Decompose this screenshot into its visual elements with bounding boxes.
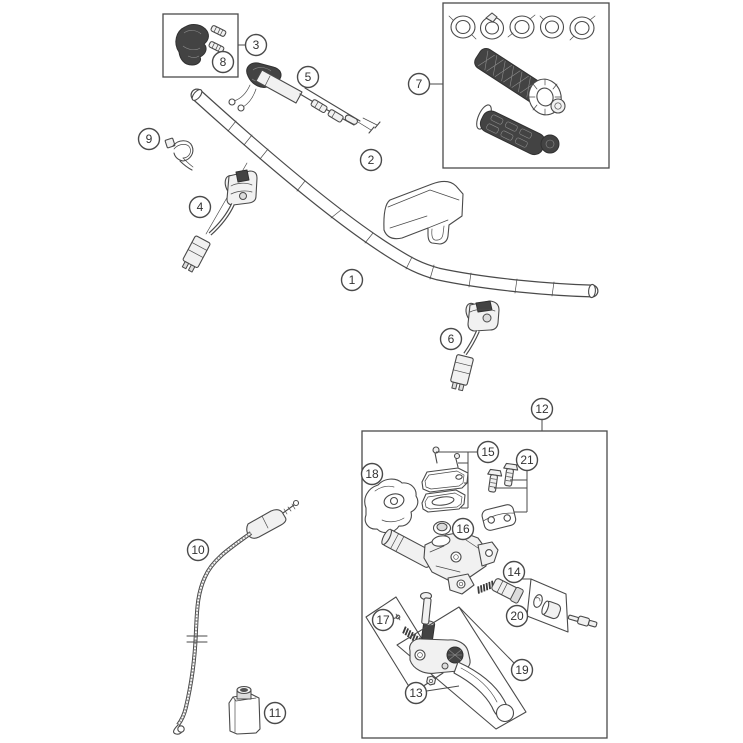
callout-part-3[interactable]: 3 — [244, 33, 268, 57]
svg-text:1: 1 — [349, 273, 356, 287]
svg-text:6: 6 — [448, 332, 455, 346]
callout-part-13[interactable]: 13 — [404, 681, 428, 705]
svg-text:19: 19 — [515, 663, 529, 677]
callout-part-2[interactable]: 2 — [359, 148, 383, 172]
oil-bottle-drawing — [228, 685, 261, 735]
handlebar-clamp — [481, 504, 517, 531]
throttle-cam-rings — [448, 12, 596, 41]
switch-connector-2 — [450, 354, 474, 392]
svg-text:3: 3 — [253, 38, 260, 52]
switch-screw-1 — [210, 25, 227, 37]
throttle-grip — [474, 47, 566, 116]
callout-part-9[interactable]: 9 — [137, 127, 161, 151]
lever-kit-outline — [396, 606, 527, 730]
map-switch-drawing — [175, 23, 227, 66]
svg-text:20: 20 — [510, 609, 524, 623]
svg-text:10: 10 — [191, 543, 205, 557]
callout-part-12[interactable]: 12 — [530, 397, 554, 421]
leader-lines — [238, 44, 543, 692]
handlebar-segment-marks — [227, 120, 555, 297]
master-cylinder-body-drawing — [381, 528, 499, 595]
pushrod-drawing — [567, 614, 598, 628]
callout-part-6[interactable]: 6 — [439, 327, 463, 351]
reservoir-cover-drawing — [421, 446, 469, 513]
clutch-master-cylinder-frame — [361, 430, 608, 739]
callout-part-17[interactable]: 17 — [371, 608, 395, 632]
start-stop-switch-drawing — [181, 162, 258, 273]
svg-text:9: 9 — [146, 132, 153, 146]
switch-connector — [181, 235, 211, 273]
callout-part-18[interactable]: 18 — [360, 462, 384, 486]
callout-part-10[interactable]: 10 — [186, 538, 210, 562]
svg-text:5: 5 — [305, 70, 312, 84]
svg-text:11: 11 — [269, 706, 282, 720]
clutch-lever-drawing — [409, 591, 515, 723]
svg-text:17: 17 — [376, 613, 390, 627]
callout-part-16[interactable]: 16 — [451, 517, 475, 541]
callout-part-7[interactable]: 7 — [407, 72, 431, 96]
grip-set-drawing — [448, 12, 596, 156]
callout-part-21[interactable]: 21 — [515, 448, 539, 472]
svg-text:21: 21 — [520, 453, 534, 467]
svg-text:14: 14 — [507, 565, 521, 579]
callout-part-11[interactable]: 11 — [263, 701, 287, 725]
clutch-cable-drawing — [173, 499, 300, 735]
left-grip — [476, 104, 560, 156]
svg-text:4: 4 — [197, 200, 204, 214]
callout-part-8[interactable]: 8 — [211, 50, 235, 74]
callout-part-14[interactable]: 14 — [502, 560, 526, 584]
callouts: 1 2 3 4 5 6 7 8 9 10 11 12 13 14 15 16 1… — [137, 33, 554, 725]
svg-text:7: 7 — [416, 77, 423, 91]
callout-part-4[interactable]: 4 — [188, 195, 212, 219]
svg-text:8: 8 — [220, 55, 227, 69]
callout-part-19[interactable]: 19 — [510, 658, 534, 682]
cable-tie-drawing — [164, 137, 194, 171]
kill-switch-drawing — [450, 300, 500, 392]
svg-text:15: 15 — [481, 445, 495, 459]
rubber-boot-drawing — [364, 478, 419, 534]
callout-part-15[interactable]: 15 — [476, 440, 500, 464]
svg-text:16: 16 — [456, 522, 470, 536]
callout-part-1[interactable]: 1 — [340, 268, 364, 292]
diaphragm-drawing — [432, 520, 452, 536]
svg-text:13: 13 — [409, 686, 423, 700]
svg-text:18: 18 — [365, 467, 379, 481]
handlebar-drawing — [190, 88, 599, 299]
callout-part-20[interactable]: 20 — [505, 604, 529, 628]
clamp-bolts-drawing — [481, 462, 519, 531]
throttle-cables-drawing — [228, 62, 381, 134]
svg-text:2: 2 — [368, 153, 375, 167]
svg-text:12: 12 — [535, 402, 549, 416]
bar-pad-drawing — [383, 180, 464, 245]
switch-screw-2 — [208, 41, 225, 53]
piston-kit-drawing — [477, 578, 524, 604]
piston-cup-kit-drawing — [526, 578, 598, 633]
grip-set-frame — [442, 2, 610, 169]
callout-part-5[interactable]: 5 — [296, 65, 320, 89]
